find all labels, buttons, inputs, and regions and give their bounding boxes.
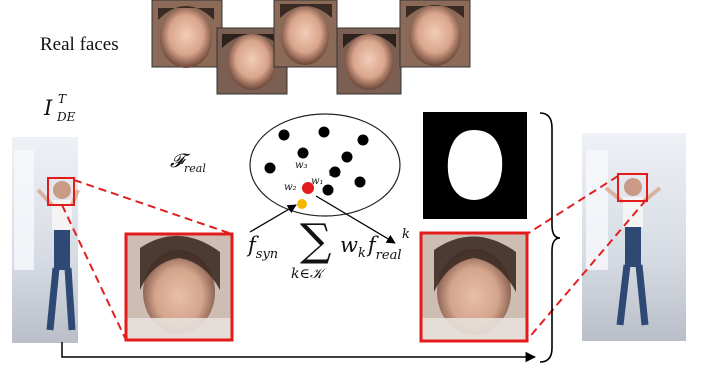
real-feature-set-label: 𝓕real xyxy=(170,150,206,175)
weight-label-w3: w₃ xyxy=(295,160,308,171)
dashed-connector-bottom-right xyxy=(526,199,647,341)
feature-dot xyxy=(322,184,334,196)
feature-dot xyxy=(357,134,369,146)
output-video-frame xyxy=(582,133,686,341)
real-face-thumb-3 xyxy=(273,0,338,68)
face-highlight-box-left xyxy=(47,177,75,206)
dashed-connector-bottom-left xyxy=(61,204,127,341)
weight-label-w1: w₁ xyxy=(311,176,324,187)
face-mask xyxy=(423,112,527,219)
feature-dot xyxy=(341,151,353,163)
sum-symbol: ∑ xyxy=(300,215,332,266)
feature-dot xyxy=(264,162,276,174)
weight-label-w4: w₄ xyxy=(328,168,341,179)
input-face-crop xyxy=(124,232,234,342)
grouping-brace xyxy=(539,112,561,363)
feature-dot xyxy=(297,147,309,159)
real-face-thumb-1 xyxy=(151,0,223,68)
arrow-to-feature-space xyxy=(249,204,297,233)
sum-index: k∈𝒦 xyxy=(291,266,323,282)
bottom-flow-arrow xyxy=(61,342,537,363)
real-face-thumb-4 xyxy=(336,27,402,95)
synthetic-feature-label: fsyn xyxy=(248,233,279,262)
feature-points xyxy=(264,126,369,209)
arrow-to-output xyxy=(315,195,396,244)
feature-dot xyxy=(278,129,290,141)
feature-dot xyxy=(354,176,366,188)
face-highlight-box-right xyxy=(617,173,648,202)
weight-label-w2: w₂ xyxy=(284,182,297,193)
dancer-figure-right xyxy=(604,178,662,326)
real-face-thumb-5 xyxy=(399,0,471,68)
feature-dot xyxy=(329,166,341,178)
selected-feature-dot xyxy=(302,182,314,194)
dashed-connector-top-right xyxy=(526,175,619,235)
real-faces-label: Real faces xyxy=(40,34,119,55)
dashed-connector-top-left xyxy=(73,179,233,235)
output-face-crop xyxy=(419,231,529,343)
real-face-thumbnails xyxy=(151,0,471,95)
synthetic-feature-dot xyxy=(297,199,307,209)
feature-dot xyxy=(318,126,330,138)
input-video-frame xyxy=(12,137,80,343)
